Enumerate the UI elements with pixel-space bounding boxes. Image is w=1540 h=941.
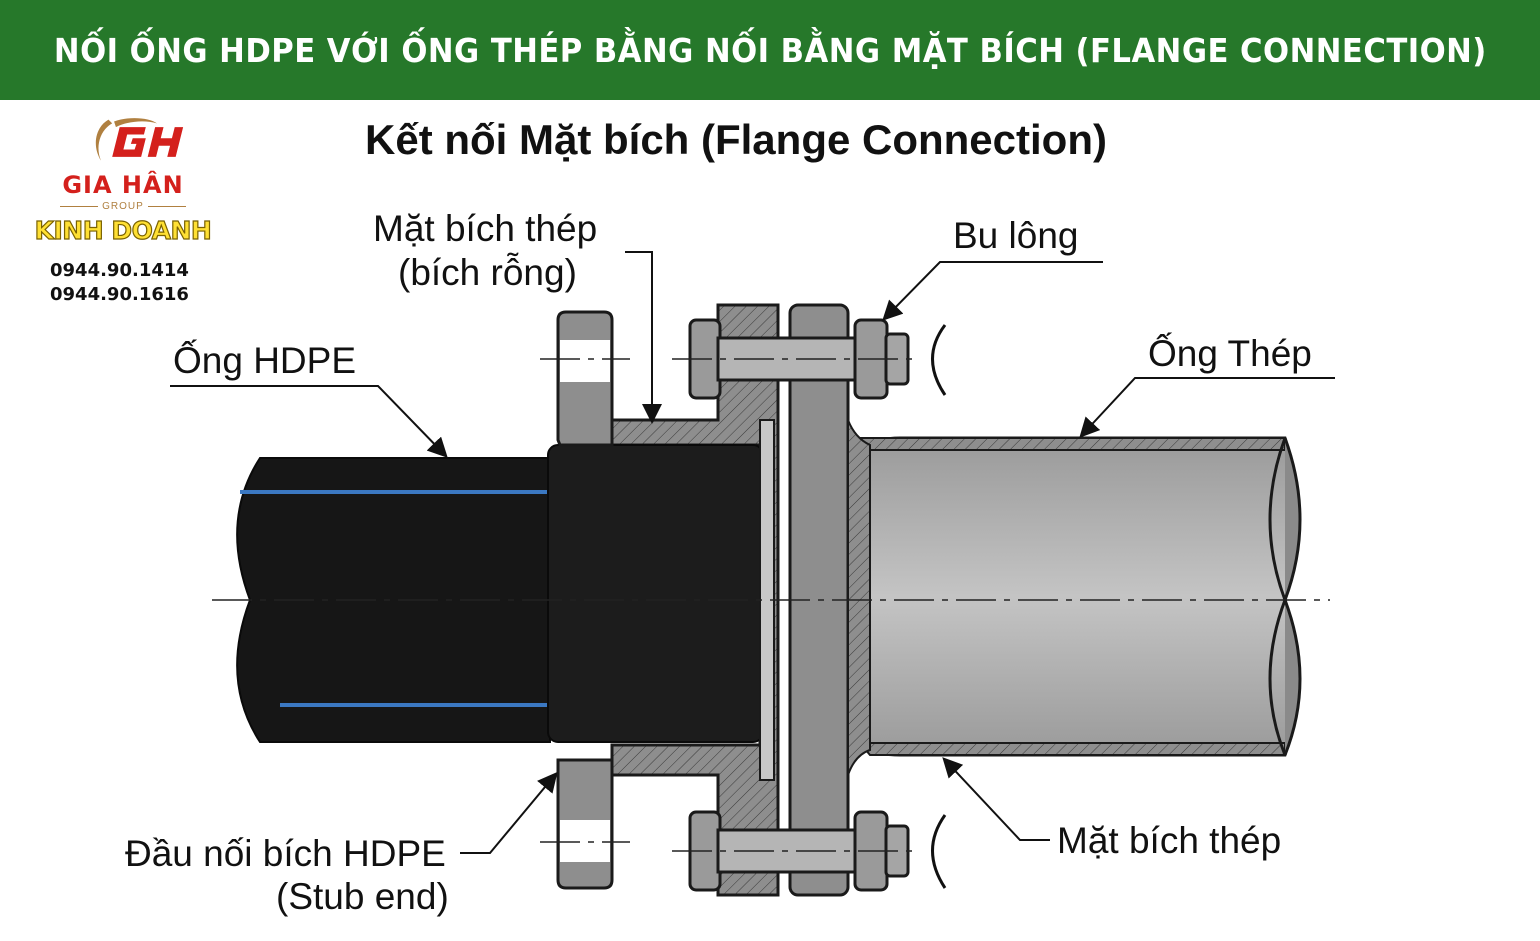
hdpe-side-flange xyxy=(556,310,614,890)
hdpe-pipe xyxy=(236,457,551,743)
label-steel-flange-right: Mặt bích thép xyxy=(1057,820,1282,861)
label-steel-pipe: Ống Thép xyxy=(1148,333,1312,374)
label-steel-flange-line2: (bích rỗng) xyxy=(398,252,577,293)
hdpe-stub-end xyxy=(547,419,775,781)
leader-lines xyxy=(170,251,1335,854)
logo-company-name: GIA HÂN xyxy=(62,171,184,199)
diagram-title: Kết nối Mặt bích (Flange Connection) xyxy=(365,116,1107,163)
company-logo: GIA HÂN GROUP KINH DOANH 0944.90.1414 09… xyxy=(18,112,228,312)
label-bolt: Bu lông xyxy=(953,215,1079,256)
title-banner: NỐI ỐNG HDPE VỚI ỐNG THÉP BẰNG NỐI BẰNG … xyxy=(0,0,1540,100)
gh-monogram-icon xyxy=(95,118,184,161)
phone-number-2: 0944.90.1616 xyxy=(50,284,189,305)
banner-title: NỐI ỐNG HDPE VỚI ỐNG THÉP BẰNG NỐI BẰNG … xyxy=(53,30,1487,70)
phone-number-1: 0944.90.1414 xyxy=(50,260,189,281)
logo-department: KINH DOANH xyxy=(34,215,212,245)
label-stub-end-line2: (Stub end) xyxy=(276,876,449,917)
center-lines xyxy=(212,358,1330,852)
label-stub-end-line1: Đầu nối bích HDPE xyxy=(125,833,446,874)
logo-group-text: GROUP xyxy=(38,201,208,213)
label-hdpe-pipe: Ống HDPE xyxy=(173,340,357,381)
label-steel-flange-line1: Mặt bích thép xyxy=(373,208,598,249)
steel-pipe xyxy=(848,436,1302,757)
